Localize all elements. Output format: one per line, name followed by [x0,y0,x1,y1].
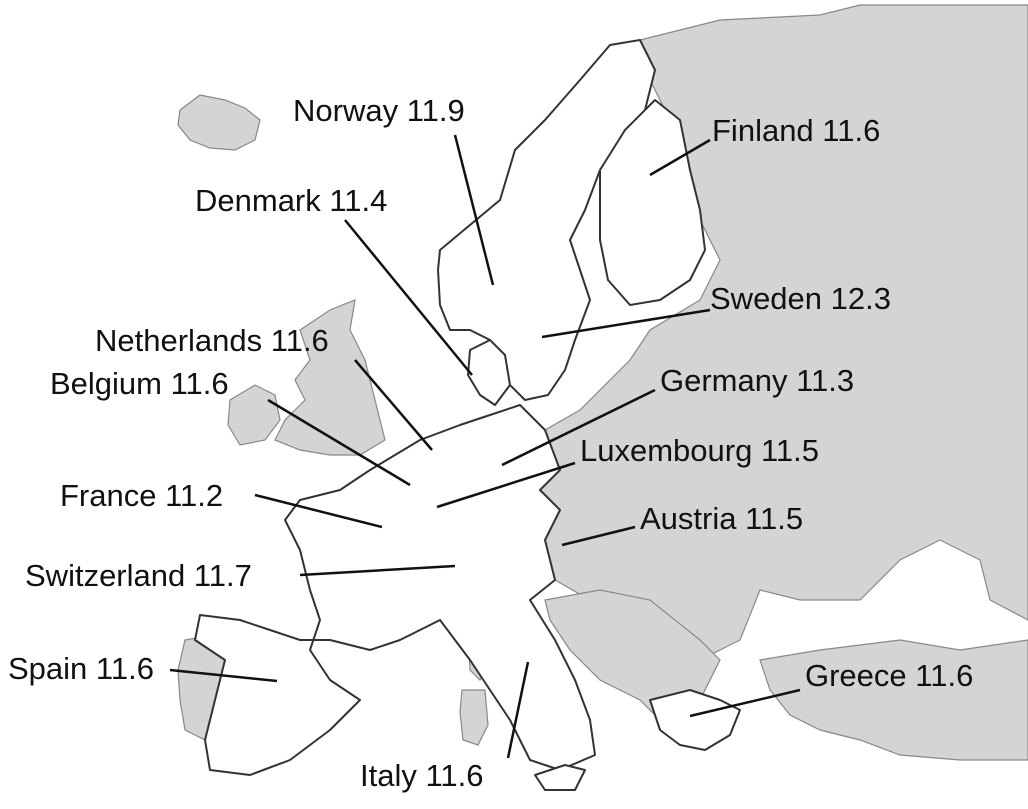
turkey [759,639,1028,761]
leader-norway [453,134,495,286]
western-europe [194,404,596,776]
label-belgium: Belgium 11.6 [50,366,229,401]
leader-finland [649,138,711,177]
leader-austria [561,525,636,547]
label-sweden: Sweden 12.3 [710,281,891,316]
finland [599,99,706,306]
highlighted-countries [194,39,741,791]
leader-france [254,493,383,529]
label-germany: Germany 11.3 [660,363,855,398]
leader-sweden [541,308,711,339]
leader-denmark [344,219,473,376]
leader-belgium [267,398,411,487]
greece [649,689,741,751]
iceland [177,94,261,151]
label-switzerland: Switzerland 11.7 [25,558,252,593]
label-greece: Greece 11.6 [805,658,974,693]
label-netherlands: Netherlands 11.6 [95,323,329,358]
great-britain [274,299,386,456]
leader-switzerland [299,564,456,577]
label-france: France 11.2 [60,478,224,513]
background-land [177,4,1028,761]
label-finland: Finland 11.6 [712,113,881,148]
label-denmark: Denmark 11.4 [195,183,388,218]
label-luxembourg: Luxembourg 11.5 [580,433,819,468]
leader-spain [169,668,278,683]
label-italy: Italy 11.6 [360,758,484,793]
sicily [534,764,586,791]
label-spain: Spain 11.6 [8,651,154,686]
leader-greece [689,688,801,718]
leader-netherlands [354,359,433,451]
leader-luxembourg [436,461,576,509]
leader-italy [506,661,530,759]
leader-germany [501,388,656,467]
ireland [227,384,281,446]
scandinavia [437,39,656,401]
denmark [467,339,511,406]
label-austria: Austria 11.5 [640,501,804,536]
label-norway: Norway 11.9 [293,93,465,128]
leader-lines [169,134,801,759]
